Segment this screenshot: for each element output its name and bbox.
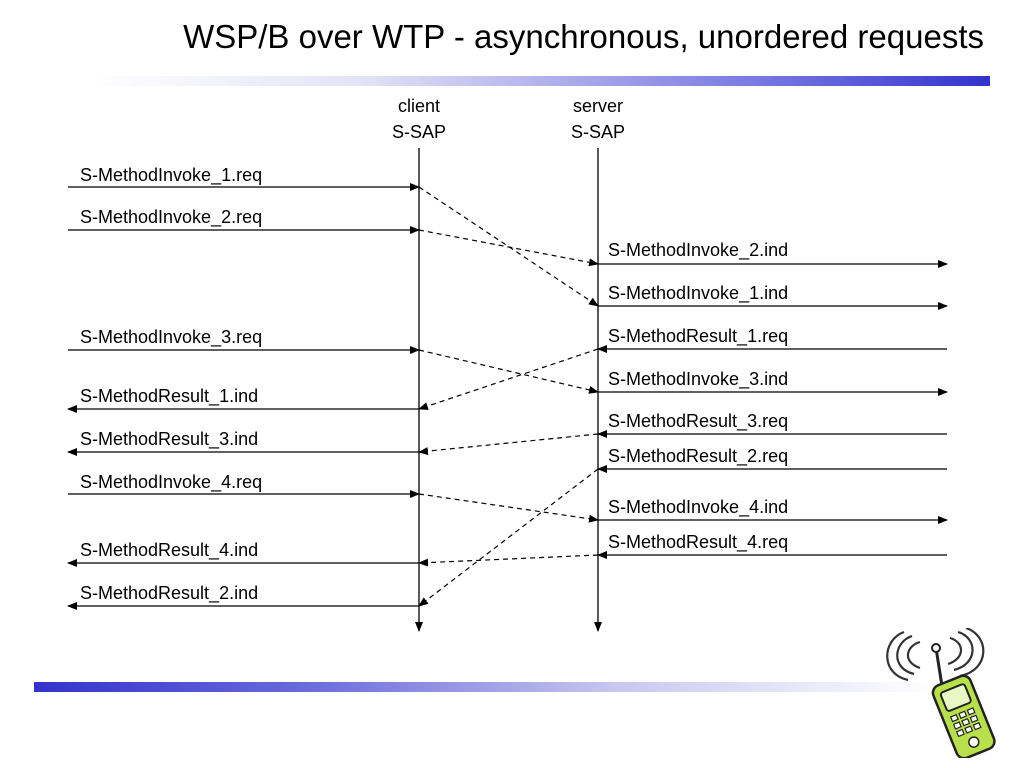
transfer-result-3: [418, 433, 599, 456]
right-label-invoke-4-ind: S-MethodInvoke_4.ind: [608, 497, 788, 518]
client-header-line2: S-SAP: [392, 122, 446, 142]
server-header-line1: server: [573, 96, 623, 116]
transfer-result-1: [418, 348, 599, 410]
client-header-line1: client: [398, 96, 440, 116]
transfer-invoke-2: [418, 229, 599, 267]
right-label-invoke-2-ind: S-MethodInvoke_2.ind: [608, 240, 788, 261]
mobile-phone-icon: [886, 628, 996, 758]
header-divider: [90, 76, 990, 86]
left-label-invoke-4-req: S-MethodInvoke_4.req: [80, 472, 262, 493]
transfer-invoke-3: [418, 349, 599, 394]
right-label-result-2-req: S-MethodResult_2.req: [608, 446, 788, 467]
left-label-invoke-3-req: S-MethodInvoke_3.req: [80, 327, 262, 348]
right-label-result-4-req: S-MethodResult_4.req: [608, 532, 788, 553]
server-header-line2: S-SAP: [571, 122, 625, 142]
transfer-invoke-4: [418, 493, 599, 523]
right-label-result-3-req: S-MethodResult_3.req: [608, 411, 788, 432]
transfer-result-2: [418, 468, 599, 607]
left-label-invoke-1-req: S-MethodInvoke_1.req: [80, 165, 262, 186]
left-label-result-3-ind: S-MethodResult_3.ind: [80, 429, 258, 450]
left-label-result-2-ind: S-MethodResult_2.ind: [80, 583, 258, 604]
right-label-invoke-3-ind: S-MethodInvoke_3.ind: [608, 369, 788, 390]
footer-divider: [34, 682, 934, 692]
page-title: WSP/B over WTP - asynchronous, unordered…: [183, 18, 984, 55]
right-label-invoke-1-ind: S-MethodInvoke_1.ind: [608, 283, 788, 304]
left-label-result-1-ind: S-MethodResult_1.ind: [80, 386, 258, 407]
transfer-result-4: [418, 554, 599, 567]
right-label-result-1-req: S-MethodResult_1.req: [608, 326, 788, 347]
left-label-result-4-ind: S-MethodResult_4.ind: [80, 540, 258, 561]
left-label-invoke-2-req: S-MethodInvoke_2.req: [80, 207, 262, 228]
